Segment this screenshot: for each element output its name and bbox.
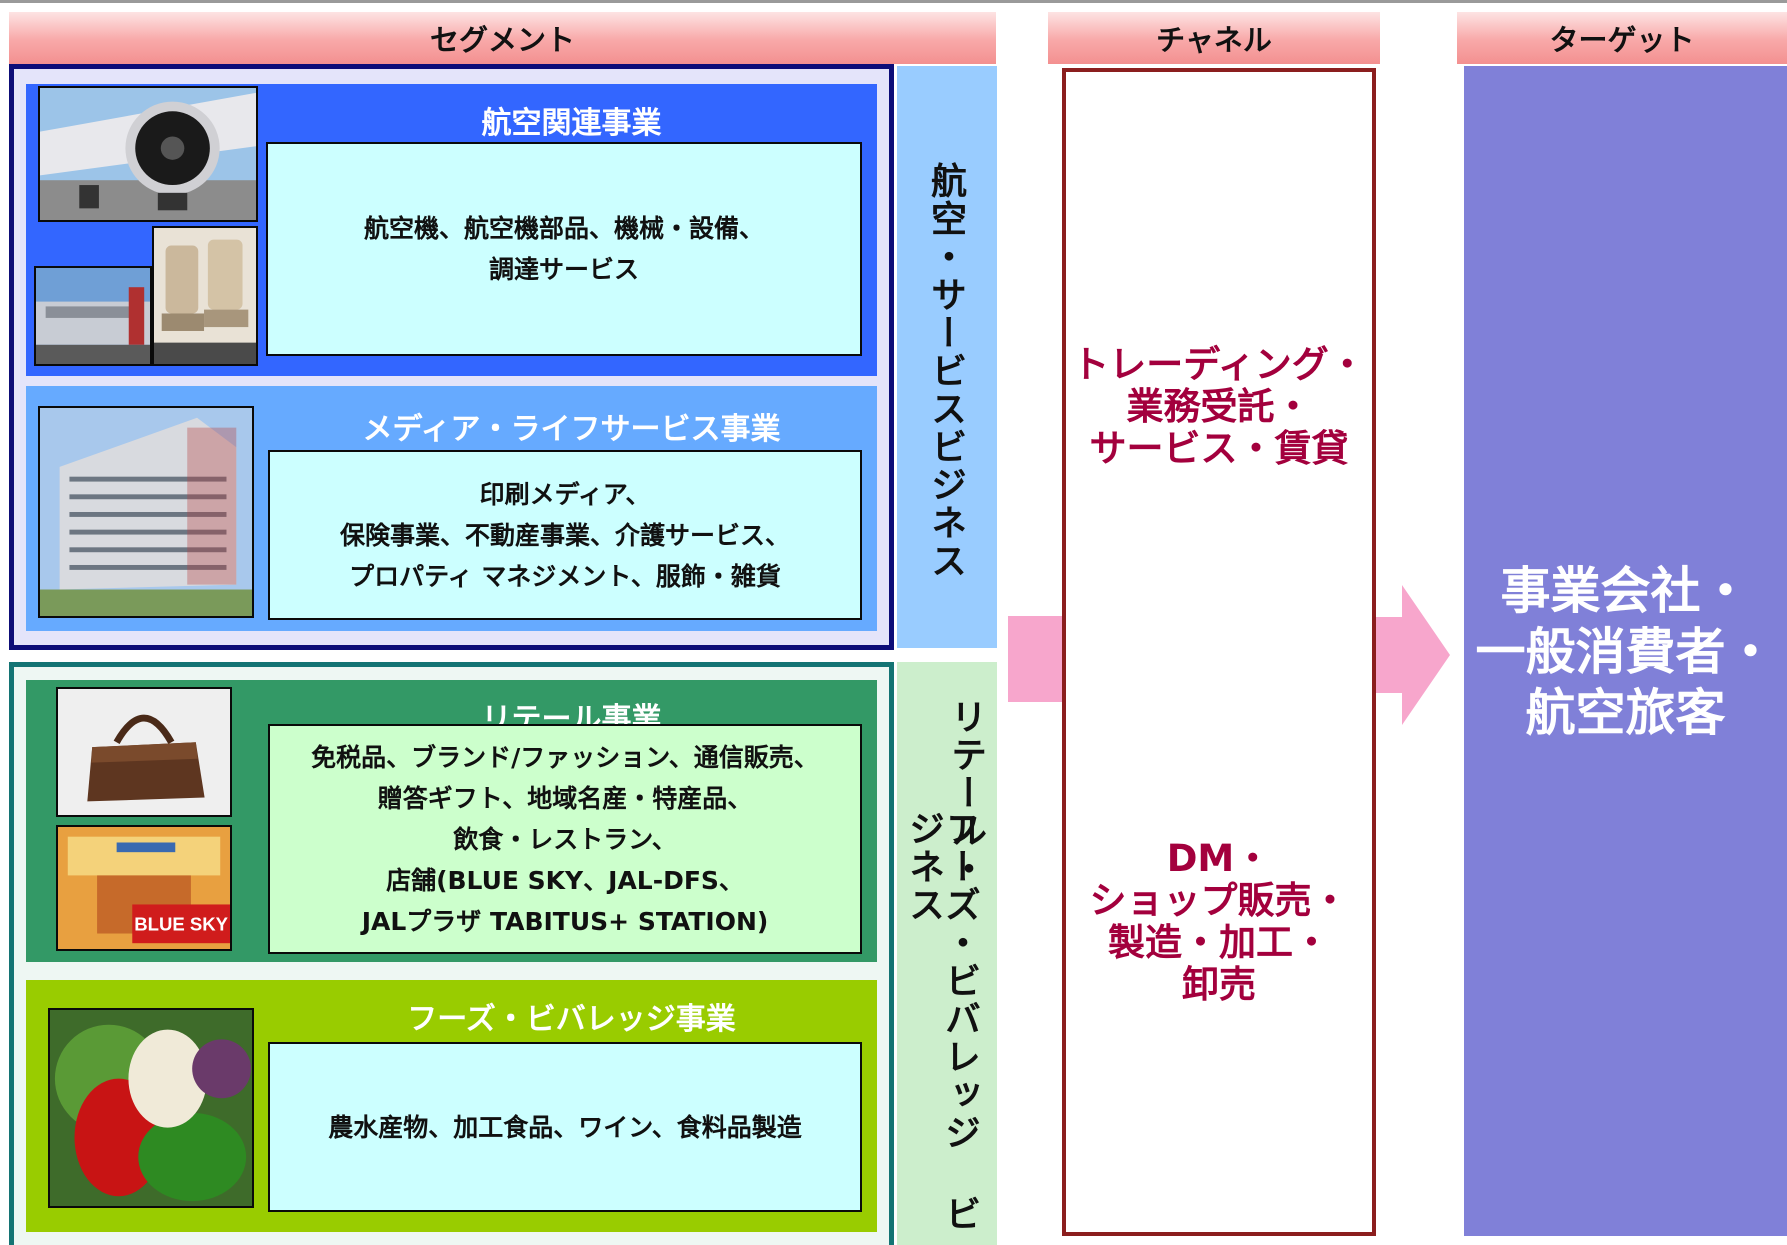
channel-upper-line-1: トレーディング・ <box>1072 343 1366 386</box>
retail-line-4: 店舗(BLUE SKY、JAL-DFS、 <box>386 865 744 895</box>
retail-line-1: 免税品、ブランド/ファッション、通信販売、 <box>311 742 819 772</box>
channel-upper-line-2: 業務受託・ <box>1126 385 1312 428</box>
retail-line-2: 贈答ギフト、地域名産・特産品、 <box>377 783 753 813</box>
aviation-line-1: 航空機、航空機部品、機械・設備、 <box>363 214 764 243</box>
aviation-line-2: 調達サービス <box>488 255 639 284</box>
segment-to-channel-arrow <box>1008 616 1066 702</box>
target-text: 事業会社・ 一般消費者・ 航空旅客 <box>1464 561 1787 744</box>
retail-food-label-2: フーズ・ビバレッジ ビジネス <box>903 810 980 1233</box>
retail-food-label-strip: リテール・ フーズ・ビバレッジ ビジネス <box>897 662 997 1245</box>
media-segment-description: 印刷メディア、 保険事業、不動産事業、介護サービス、 プロパティ マネジメント、… <box>268 450 862 620</box>
channel-column: トレーディング・ 業務受託・ サービス・賃貸 DM・ ショップ販売・ 製造・加工… <box>1062 68 1376 1236</box>
office-building-photo <box>38 406 254 618</box>
channel-to-target-arrow <box>1376 585 1450 725</box>
vegetables-photo <box>48 1008 254 1208</box>
channel-lower-line-3: 製造・加工・ <box>1108 921 1330 964</box>
blue-sky-shop-photo: BLUE SKY <box>56 825 232 951</box>
retail-food-label-1: リテール・ <box>945 698 986 888</box>
hangar-photo <box>34 266 152 366</box>
food-line-1: 農水産物、加工食品、ワイン、食料品製造 <box>328 1112 802 1142</box>
target-header: ターゲット <box>1457 12 1787 64</box>
media-line-3: プロパティ マネジメント、服飾・雑貨 <box>349 561 781 591</box>
retail-line-3: 飲食・レストラン、 <box>453 824 677 854</box>
aviation-segment-description: 航空機、航空機部品、機械・設備、 調達サービス <box>266 142 862 356</box>
top-rule <box>0 0 1787 3</box>
food-segment-panel: フーズ・ビバレッジ事業 農水産物、加工食品、ワイン、食料品製造 <box>26 980 877 1232</box>
aircraft-seats-photo <box>152 226 258 366</box>
media-line-1: 印刷メディア、 <box>479 479 651 509</box>
target-line-3: 航空旅客 <box>1525 684 1726 742</box>
aviation-segment-panel: 航空関連事業 航空機、航 <box>26 84 877 376</box>
blue-sky-sign: BLUE SKY <box>134 914 228 935</box>
channel-upper-line-3: サービス・賃貸 <box>1089 427 1349 470</box>
leather-bag-photo <box>56 687 232 817</box>
food-segment-description: 農水産物、加工食品、ワイン、食料品製造 <box>268 1042 862 1212</box>
media-segment-panel: メディア・ライフサービス事業 印刷メディア、 保険事業、不動産事業、介護サービス… <box>26 386 877 631</box>
jet-engine-photo <box>38 86 258 222</box>
target-line-1: 事業会社・ <box>1500 562 1751 620</box>
media-segment-title: メディア・ライフサービス事業 <box>362 412 781 447</box>
target-column: 事業会社・ 一般消費者・ 航空旅客 <box>1464 66 1787 1236</box>
aviation-service-label-strip: 航空・サービスビジネス <box>897 66 997 648</box>
channel-upper-text: トレーディング・ 業務受託・ サービス・賃貸 <box>1066 344 1372 470</box>
retail-segment-description: 免税品、ブランド/ファッション、通信販売、 贈答ギフト、地域名産・特産品、 飲食… <box>268 724 862 954</box>
food-segment-title: フーズ・ビバレッジ事業 <box>407 1002 736 1037</box>
channel-lower-line-4: 卸売 <box>1182 963 1256 1006</box>
channel-lower-text: DM・ ショップ販売・ 製造・加工・ 卸売 <box>1066 838 1372 1006</box>
aviation-segment-title: 航空関連事業 <box>481 106 662 141</box>
channel-lower-line-2: ショップ販売・ <box>1089 879 1349 922</box>
target-line-2: 一般消費者・ <box>1475 623 1776 681</box>
retail-line-5: JALプラザ TABITUS+ STATION) <box>361 906 769 936</box>
aviation-service-label: 航空・サービスビジネス <box>925 162 966 580</box>
channel-header: チャネル <box>1048 12 1380 64</box>
segment-header: セグメント <box>9 12 996 64</box>
channel-lower-line-1: DM・ <box>1166 837 1272 880</box>
retail-segment-panel: リテール事業 BLUE SKY 免税品、ブランド/ファッション、通信販売、 贈答… <box>26 680 877 962</box>
media-line-2: 保険事業、不動産事業、介護サービス、 <box>339 520 790 550</box>
